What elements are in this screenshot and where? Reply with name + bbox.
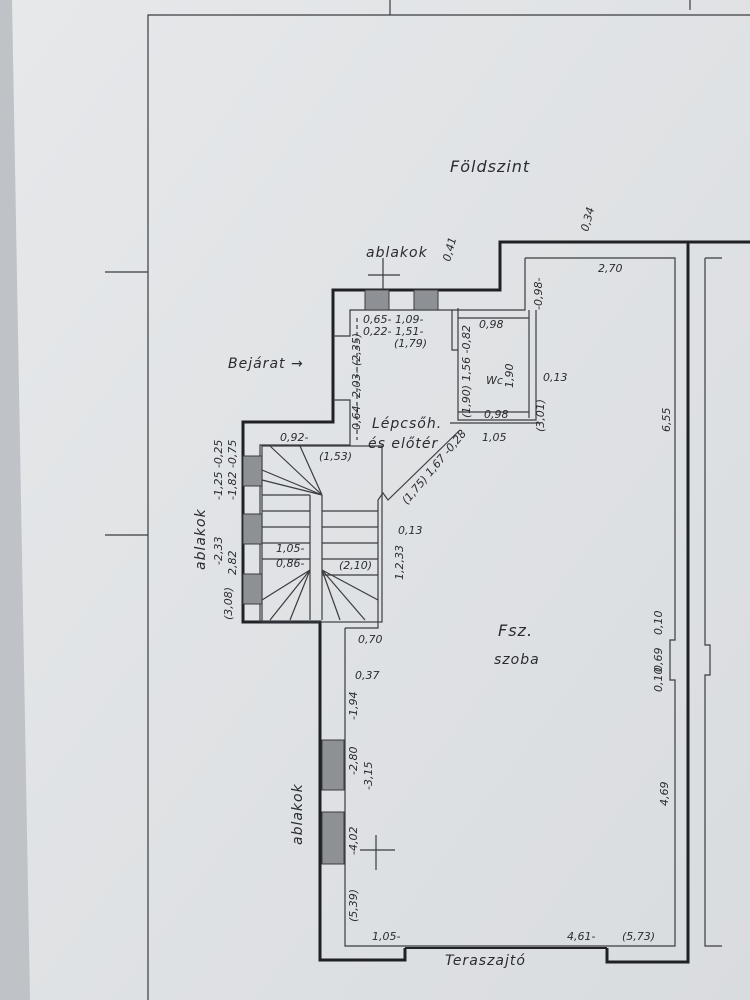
label-windows-top: ablakok — [366, 245, 428, 261]
dim: -2,80 — [347, 747, 360, 775]
label-room: Fsz. — [498, 621, 533, 640]
dim: -3,15 — [362, 762, 375, 790]
dim: 0,86- — [276, 557, 304, 570]
dim: 0,41 — [440, 236, 459, 263]
label-entrance: Bejárat → — [228, 356, 304, 372]
window-left-4 — [321, 739, 345, 791]
dim: 6,55 — [660, 408, 673, 433]
dim: (1,79) — [394, 337, 427, 350]
window-top-1 — [364, 289, 390, 311]
dim: -1,82 -0,75 — [226, 440, 239, 500]
dim: 1,05 — [482, 431, 507, 444]
window-left-3 — [242, 573, 263, 605]
dim: 0,34 — [578, 206, 597, 233]
frame-ticks — [105, 0, 691, 536]
outer-wall — [241, 240, 750, 964]
dim: -1,25 -0,25 — [212, 440, 225, 500]
label-stair-hall-2: és előtér — [368, 436, 439, 452]
window-left-5 — [321, 811, 345, 865]
dim: 0,22- 1,51- — [363, 325, 423, 338]
label-windows-left-lower: ablakok — [290, 783, 306, 845]
paper-sheet — [12, 0, 750, 1000]
dim: (1,53) — [319, 450, 352, 463]
staircase — [261, 445, 383, 623]
drawing-frame — [147, 14, 750, 1000]
dim: 0,13 — [398, 524, 423, 537]
dim: 1,90 — [503, 364, 516, 389]
dim: 4,61- — [567, 930, 595, 943]
dim: (5,39) — [347, 889, 360, 922]
dim: (3,01) — [534, 399, 547, 432]
dim: 0,70 — [358, 633, 383, 646]
dim: 1,05- — [372, 930, 400, 943]
dim: (2,10) — [339, 559, 372, 572]
dim: -0,98- — [532, 278, 545, 310]
crosshair-marks — [360, 258, 400, 870]
dim: 0,13 — [543, 371, 568, 384]
dim: 0,98 — [479, 318, 504, 331]
window-top-2 — [413, 289, 439, 311]
dim: 0,64- 2,03- (2,35) — [350, 333, 363, 430]
dim: 0,69 — [652, 648, 665, 673]
dim: 0,10 — [652, 611, 665, 636]
dim: 1,05- — [276, 542, 304, 555]
dim: 0,92- — [280, 431, 308, 444]
window-left-2 — [242, 513, 263, 545]
label-terrace-door: Teraszajtó — [445, 953, 526, 969]
label-wc: Wc — [486, 374, 503, 387]
dim: (3,08) — [222, 587, 235, 620]
label-windows-left: ablakok — [193, 508, 209, 570]
neighbor-wall — [704, 257, 722, 947]
windows — [242, 289, 439, 865]
dim: -2,33 — [212, 537, 225, 565]
dim: 0,37 — [355, 669, 380, 682]
dim: (1,90) 1,56 -0,82 — [460, 325, 473, 418]
label-room-2: szoba — [494, 652, 540, 668]
dim: 1,2,33 — [393, 545, 406, 580]
dim: 0,65- 1,09- — [363, 313, 423, 326]
plan-title: Földszint — [450, 157, 530, 176]
dim: 4,69 — [658, 782, 671, 807]
dim: -4,02 — [347, 827, 360, 855]
window-left-1 — [242, 455, 263, 487]
dim: 2,70 — [598, 262, 623, 275]
dim: 0,10 — [652, 668, 665, 693]
label-stair-hall: Lépcsőh. — [372, 416, 442, 432]
dim: -1,94 — [347, 692, 360, 720]
dim: (5,73) — [622, 930, 655, 943]
dim: 2,82 — [226, 551, 239, 576]
inner-walls — [259, 257, 676, 947]
dim: 0,98 — [484, 408, 509, 421]
